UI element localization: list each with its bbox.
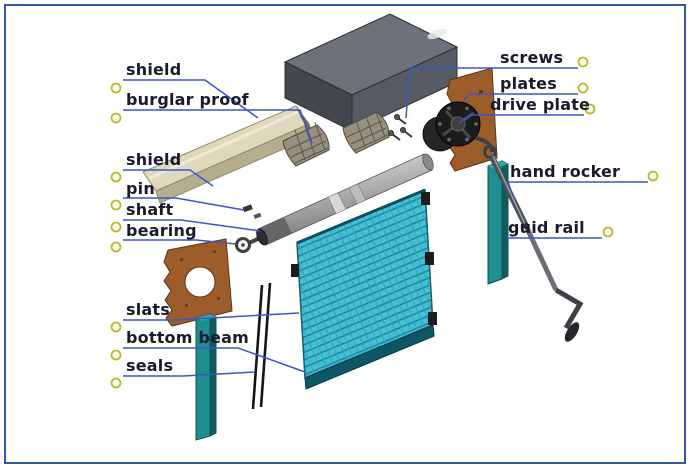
- leader-slats: [123, 312, 300, 321]
- hood-glare: [427, 28, 447, 40]
- label-bottom-beam: bottom beam: [126, 328, 249, 347]
- right-guide-rail-part: [487, 160, 509, 285]
- seals-part: [251, 282, 272, 410]
- leader-shield-top: [123, 79, 259, 119]
- marker-ring: [110, 199, 122, 211]
- hood-cover-part: [283, 13, 459, 132]
- bottom-beam-part: [304, 324, 435, 390]
- leader-screws: [405, 67, 578, 119]
- marker-ring: [110, 82, 122, 94]
- marker-ring: [110, 349, 122, 361]
- label-slats: slats: [126, 300, 170, 319]
- shaft-part: [248, 153, 434, 246]
- leader-plates: [463, 93, 578, 101]
- marker-ring: [110, 321, 122, 333]
- label-shaft: shaft: [126, 200, 174, 219]
- curtain-bracket: [425, 252, 434, 265]
- left-end-plate-part: [163, 238, 233, 327]
- label-shield-bottom: shield: [126, 150, 182, 169]
- leader-bearing: [123, 239, 237, 245]
- marker-ring: [110, 377, 122, 389]
- label-drive-plate: drive plate: [490, 95, 591, 114]
- leader-drive-plate: [458, 114, 584, 124]
- burglar-proof-mesh-part: [282, 108, 390, 167]
- bearing-part: [235, 237, 251, 253]
- screws-part: [387, 114, 413, 141]
- leader-shaft: [123, 219, 261, 232]
- curtain-bracket: [291, 264, 299, 277]
- label-seals: seals: [126, 356, 174, 375]
- drive-plate-part: [422, 101, 481, 152]
- label-bearing: bearing: [126, 221, 197, 240]
- label-markers: [110, 56, 659, 389]
- pin-part: [242, 204, 262, 219]
- leader-shield-bottom: [123, 169, 214, 187]
- marker-ring: [647, 170, 659, 182]
- leader-seals: [123, 371, 256, 377]
- label-screws: screws: [500, 48, 564, 67]
- marker-ring: [577, 82, 589, 94]
- label-shield-top: shield: [126, 60, 182, 79]
- label-guid-rail: guid rail: [508, 218, 585, 237]
- leader-burglar-proof: [123, 109, 313, 144]
- leader-bottom-beam: [123, 347, 306, 373]
- label-burglar-proof: burglar proof: [126, 90, 249, 109]
- marker-ring: [110, 112, 122, 124]
- marker-ring: [602, 226, 614, 238]
- marker-ring: [110, 241, 122, 253]
- marker-ring: [110, 221, 122, 233]
- hand-rocker-part: [475, 136, 584, 342]
- leader-pin: [123, 197, 245, 211]
- label-hand-rocker: hand rocker: [510, 162, 621, 181]
- curtain-bracket: [421, 192, 430, 205]
- marker-ring: [110, 171, 122, 183]
- curtain-bracket: [428, 312, 437, 325]
- leader-hand-rocker: [506, 181, 648, 197]
- marker-ring: [584, 103, 596, 115]
- marker-ring: [577, 56, 589, 68]
- leader-lines: [123, 67, 648, 377]
- label-plates: plates: [500, 74, 557, 93]
- label-pin: pin: [126, 179, 155, 198]
